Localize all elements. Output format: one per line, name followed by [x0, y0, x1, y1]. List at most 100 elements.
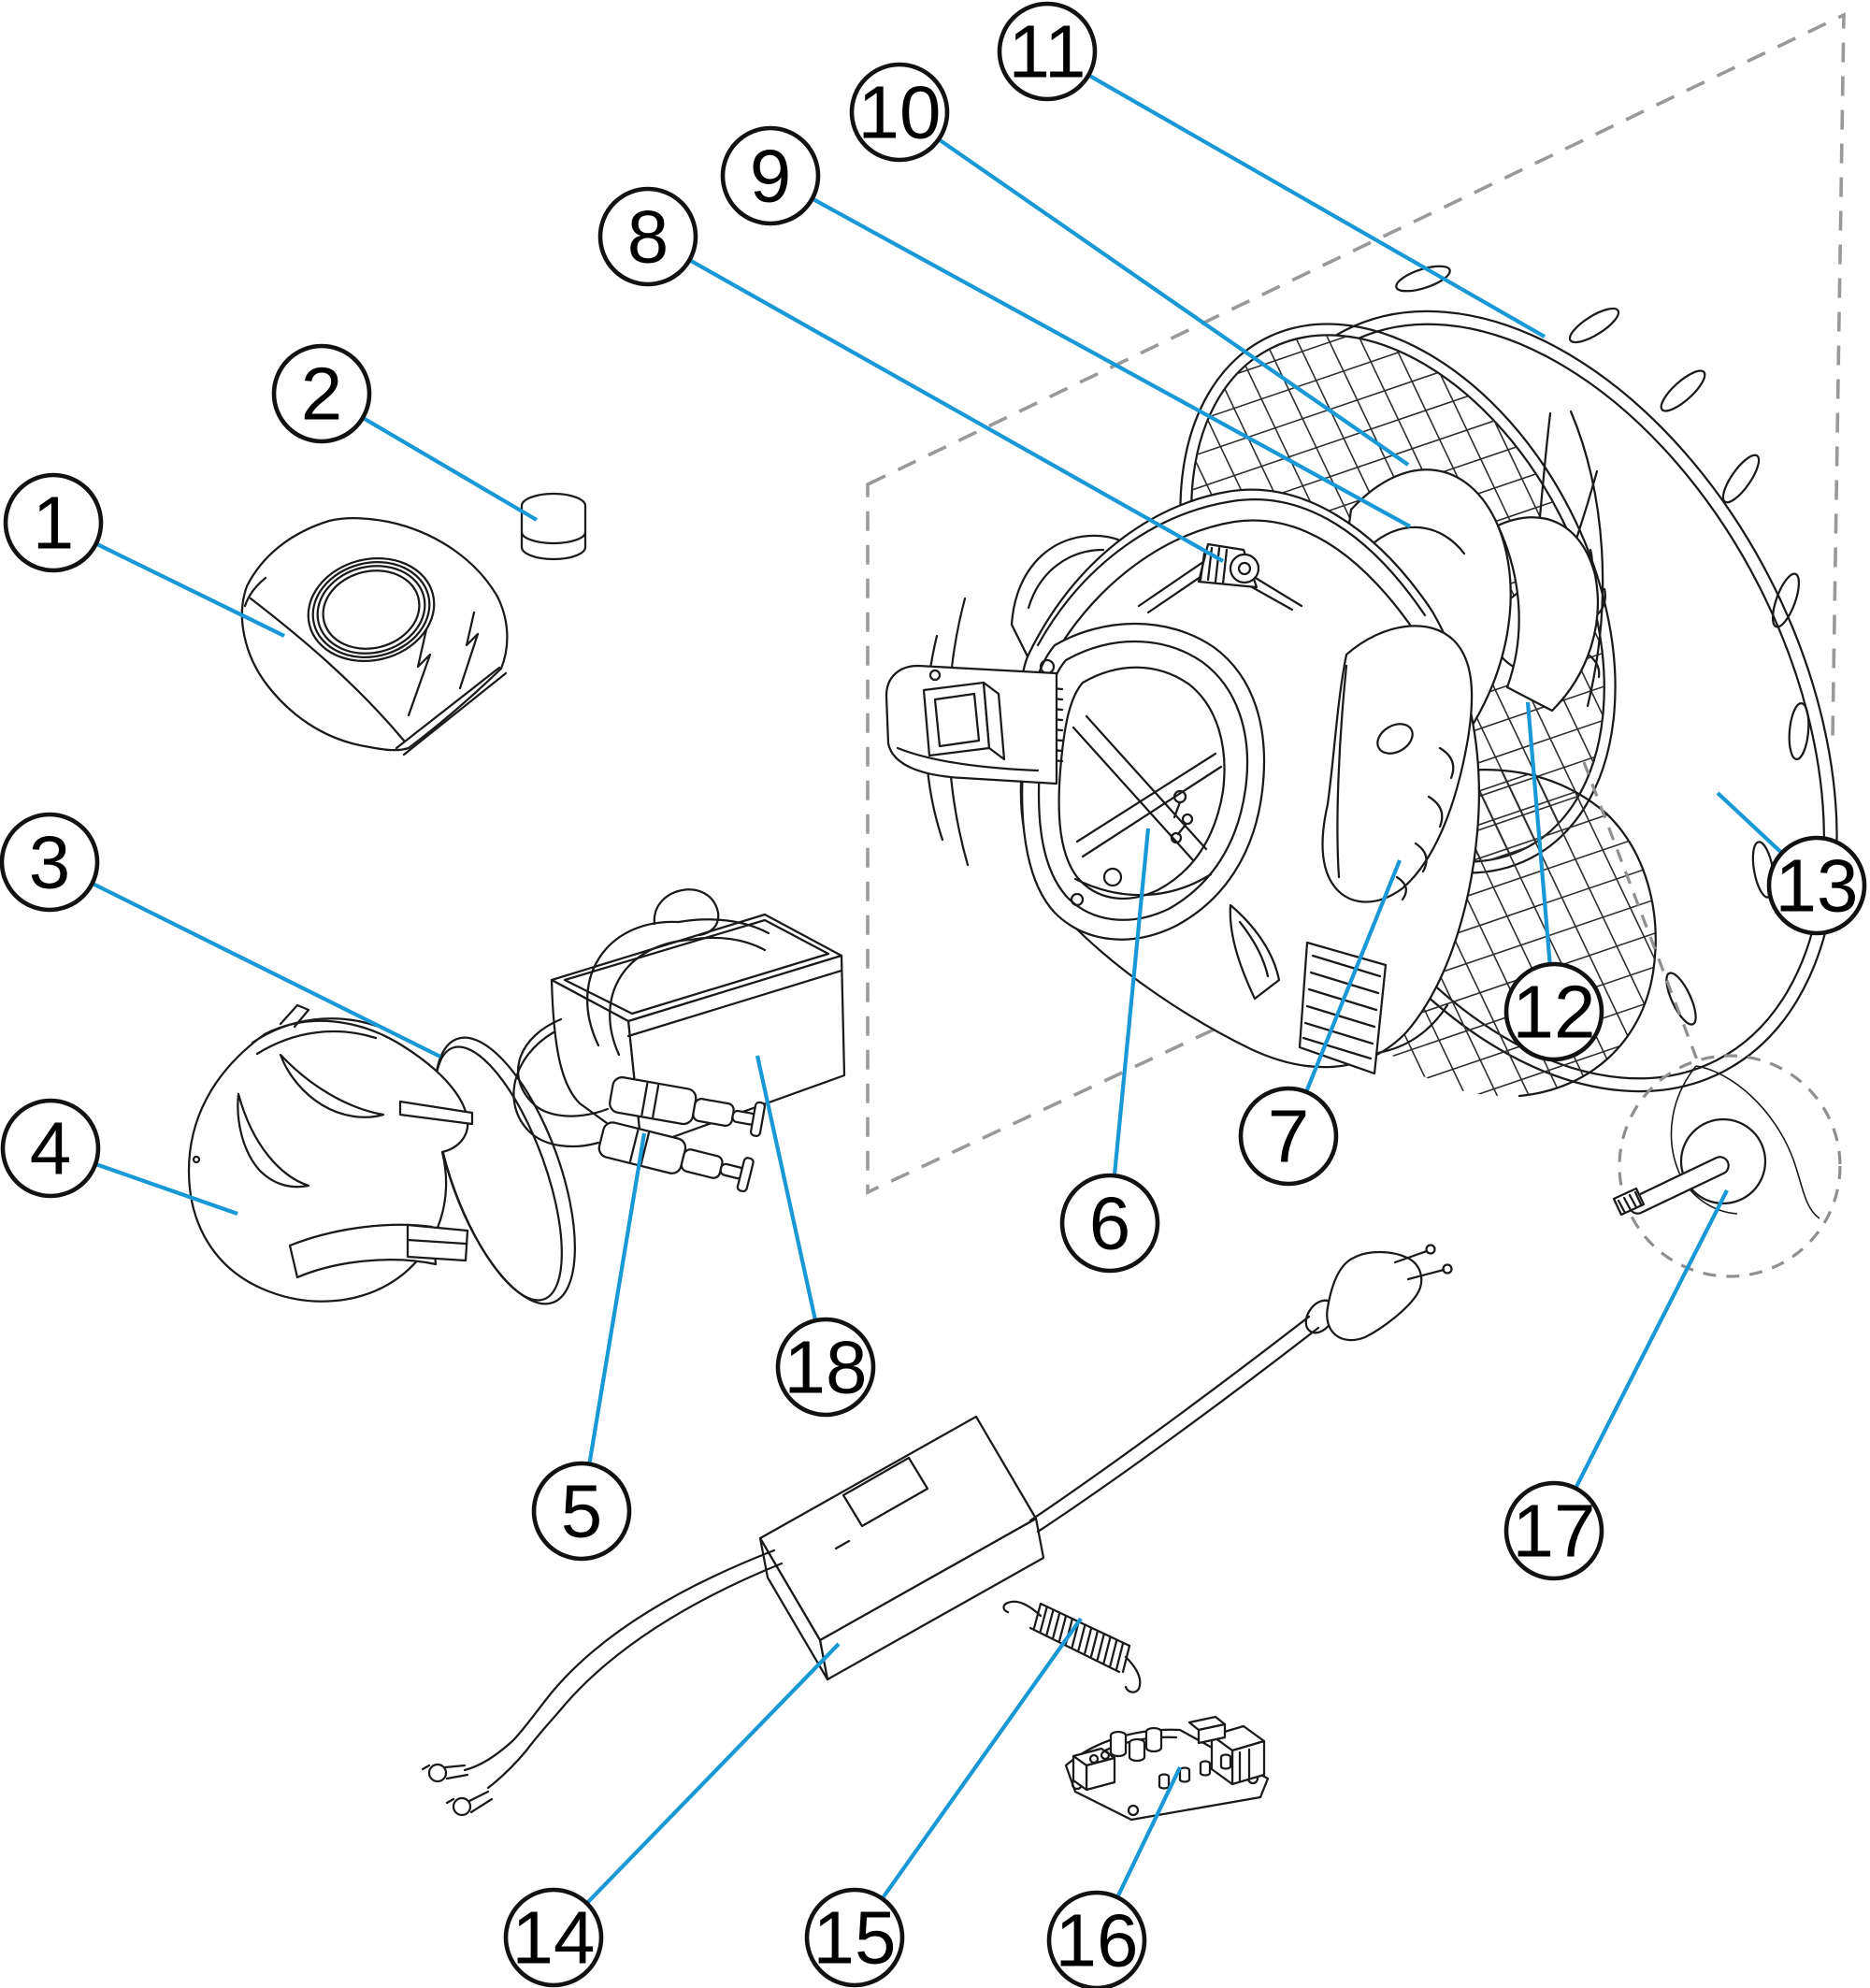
- leader-line-12: [1525, 701, 1552, 965]
- leader-line-7: [1304, 859, 1402, 1093]
- callout-number-1: 1: [33, 482, 75, 565]
- callout-circle-2: [271, 343, 372, 444]
- terminal-block-left: [1072, 1747, 1116, 1792]
- terminal-block-right: [1210, 1724, 1266, 1786]
- callout-number-15: 15: [813, 1896, 897, 1980]
- callout-number-16: 16: [1056, 1899, 1139, 1982]
- callout-17: 17: [1503, 1189, 1729, 1581]
- callout-number-7: 7: [1268, 1095, 1310, 1178]
- part-15-spring: [1002, 1600, 1142, 1693]
- callout-circle-18: [775, 1317, 876, 1418]
- callout-circle-3: [0, 812, 100, 913]
- callout-15: 15: [804, 1617, 1083, 1988]
- callout-number-5: 5: [561, 1470, 603, 1553]
- leader-line-5: [587, 1132, 647, 1465]
- leader-line-13: [1716, 791, 1784, 855]
- callout-circle-17: [1503, 1480, 1604, 1581]
- callout-8: 8: [597, 186, 1225, 563]
- battery-cables: [512, 1017, 610, 1148]
- detail-leader-dashed: [1582, 761, 1700, 1063]
- callout-number-4: 4: [30, 1107, 72, 1190]
- leader-line-14: [585, 1642, 841, 1905]
- callout-13: 13: [1716, 791, 1867, 936]
- callout-14: 14: [503, 1642, 841, 1988]
- leader-line-1: [94, 541, 285, 638]
- part-4-nose-cone: [187, 1003, 474, 1303]
- keel-fin: [1229, 903, 1281, 1001]
- part-13-dashed-reference-panel: [866, 12, 1846, 1195]
- callout-circle-14: [503, 1887, 604, 1988]
- callout-number-3: 3: [29, 821, 71, 904]
- leader-line-16: [1115, 1766, 1182, 1898]
- callout-18: 18: [755, 1055, 876, 1418]
- leader-line-17: [1574, 1189, 1729, 1490]
- shroud-slots: [1395, 265, 1810, 1026]
- leader-line-3: [91, 881, 441, 1059]
- callout-number-8: 8: [627, 195, 669, 279]
- callout-number-14: 14: [512, 1896, 596, 1980]
- front-bezel-ring: [1021, 622, 1266, 941]
- grille-front-edge: [1401, 769, 1657, 1098]
- callout-circle-15: [804, 1887, 905, 1988]
- leader-line-11: [1087, 73, 1546, 339]
- part-2-cap: [520, 492, 587, 561]
- callout-number-18: 18: [784, 1326, 868, 1409]
- callout-circle-7: [1238, 1086, 1339, 1187]
- callout-number-9: 9: [750, 135, 792, 218]
- vent-zigzag: [458, 611, 480, 690]
- callout-number-17: 17: [1513, 1490, 1596, 1573]
- capacitors: [1109, 1726, 1163, 1763]
- leader-line-4: [94, 1161, 238, 1216]
- detail-circle-dashed: [1618, 1054, 1842, 1278]
- callout-circle-12: [1503, 961, 1604, 1062]
- callout-circle-10: [849, 62, 950, 163]
- charger-output-cable: [421, 1549, 784, 1817]
- callout-number-13: 13: [1776, 844, 1859, 928]
- callout-3: 3: [0, 812, 441, 1059]
- callout-circle-4: [0, 1098, 101, 1199]
- latch-hardware: [1170, 789, 1194, 844]
- leader-line-2: [361, 416, 539, 522]
- part-17-shaft-detail: [1582, 761, 1842, 1278]
- part-7-handle: [1321, 625, 1474, 903]
- leader-line-6: [1112, 828, 1151, 1176]
- callout-circle-6: [1059, 1173, 1160, 1274]
- callout-circle-13: [1766, 835, 1867, 936]
- leader-line-15: [880, 1617, 1083, 1900]
- callout-number-11: 11: [1008, 10, 1086, 94]
- leader-line-10: [937, 137, 1410, 467]
- callout-6: 6: [1059, 828, 1160, 1274]
- part-14-charger: [421, 1244, 1453, 1817]
- part-1-front-cover: [240, 517, 509, 756]
- callout-2: 2: [271, 343, 539, 522]
- callout-circle-11: [997, 1, 1098, 102]
- callout-10: 10: [849, 62, 1410, 467]
- callout-4: 4: [0, 1098, 238, 1216]
- main-assembly: [885, 265, 1838, 1098]
- callout-9: 9: [720, 125, 1412, 528]
- battery-strap: [586, 888, 770, 1057]
- charger-label: [842, 1456, 929, 1528]
- callout-circle-16: [1046, 1890, 1147, 1988]
- callout-number-6: 6: [1089, 1182, 1131, 1265]
- callout-circle-5: [531, 1461, 632, 1562]
- callout-number-12: 12: [1513, 971, 1596, 1054]
- left-arm-trigger: [885, 664, 1058, 785]
- charger-ac-cable-and-plug: [1028, 1244, 1453, 1534]
- part-16-circuit-board: [1064, 1715, 1270, 1822]
- callout-7: 7: [1238, 859, 1402, 1187]
- callout-circle-1: [3, 472, 104, 573]
- callout-1: 1: [3, 472, 285, 638]
- callout-5: 5: [531, 1132, 647, 1562]
- leader-line-18: [755, 1055, 818, 1321]
- part-3-dome-seal: [434, 1036, 576, 1305]
- board-pins: [1158, 1753, 1232, 1790]
- callout-number-10: 10: [858, 71, 942, 154]
- callout-circle-8: [597, 186, 698, 287]
- callout-circle-9: [720, 125, 821, 226]
- vent-zigzag: [407, 627, 432, 717]
- board-connector: [1187, 1715, 1227, 1745]
